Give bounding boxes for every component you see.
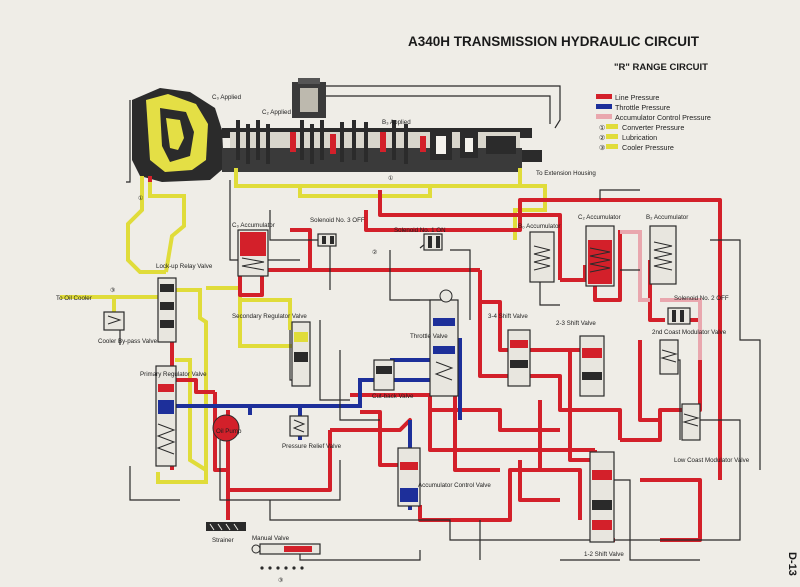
shift-valve-3-4 [507,329,531,387]
cutback-valve [373,359,395,391]
label-to-extension-housing: To Extension Housing [536,170,596,177]
oil-pump [212,414,240,442]
legend-swatch-lubrication [606,134,618,139]
label-c0-applied: C₀ Applied [212,94,242,101]
component-labels: C₀ Applied C₂ Applied B₃ Applied To Exte… [56,94,750,584]
legend-marker-1: ① [599,123,605,132]
solenoid-3 [317,233,337,247]
secondary-regulator-valve [291,321,311,387]
label-c2-accumulator: C₂ Accumulator [578,214,621,221]
label-secondary-regulator: Secondary Regulator Valve [232,313,307,320]
label-circ-1b: ① [388,175,394,182]
solenoid-2 [667,307,691,325]
legend-label-line: Line Pressure [615,93,659,102]
label-strainer: Strainer [212,537,234,544]
shift-valve-1-2 [589,451,615,543]
label-manual-valve: Manual Valve [252,535,290,542]
accumulator-control-valve [397,447,421,507]
legend-swatch-accumulator [596,114,612,119]
label-pressure-relief: Pressure Relief Valve [282,443,342,450]
label-shift-2-3: 2-3 Shift Valve [556,320,596,327]
throttle-valve [429,289,459,397]
label-shift-3-4: 3-4 Shift Valve [488,313,528,320]
label-accumulator-control: Accumulator Control Valve [418,482,491,489]
legend-marker-2: ② [599,133,605,142]
low-coast-modulator-valve [681,403,701,441]
label-throttle-valve: Throttle Valve [410,333,448,340]
label-lockup-relay: Lock-up Relay Valve [156,263,213,270]
label-b3-applied: B₃ Applied [382,119,411,126]
legend-label-converter: Converter Pressure [622,123,684,132]
legend-swatch-cooler [606,144,618,149]
label-b0-accumulator: B₀ Accumulator [518,223,560,230]
b2-accumulator [649,225,677,285]
transmission-cross-section [132,78,542,182]
second-coast-modulator-valve [659,339,679,375]
cooler-bypass-valve [103,311,125,331]
c0-accumulator [237,229,269,277]
label-circ-2: ② [372,249,378,256]
legend-label-lubrication: Lubrication [622,133,657,142]
legend-label-cooler: Cooler Pressure [622,143,674,152]
label-cooler-bypass: Cooler By-pass Valve [98,338,158,345]
label-c0-accumulator: C₀ Accumulator [232,222,275,229]
page-number: D-13 [786,552,798,576]
label-circ-3b: ③ [278,577,284,584]
label-primary-regulator: Primary Regulator Valve [140,371,207,378]
label-solenoid-1: Solenoid No. 1 ON [394,227,446,234]
label-solenoid-3: Solenoid No. 3 OFF [310,217,365,224]
shift-valve-2-3 [579,335,605,397]
label-to-oil-cooler: To Oil Cooler [56,295,92,302]
strainer [206,522,246,531]
c2-accumulator [585,225,615,287]
lockup-relay-valve [157,277,177,343]
legend-swatch-throttle [596,104,612,109]
label-cutback-valve: Cut-back Valve [372,393,414,400]
label-shift-1-2: 1-2 Shift Valve [584,551,624,558]
manual-valve [251,543,321,570]
label-2nd-coast-modulator: 2nd Coast Modulator Valve [652,329,727,336]
legend-label-throttle: Throttle Pressure [615,103,670,112]
label-circ-3: ③ [110,287,116,294]
pressure-relief-valve [289,415,309,437]
label-b2-accumulator: B₂ Accumulator [646,214,688,221]
legend-swatch-line [596,94,612,99]
legend: ① ② ③ Line Pressure Throttle Pressure Ac… [596,93,711,152]
legend-marker-3: ③ [599,143,605,152]
yellow-circuits [60,168,547,484]
diagram-title: A340H TRANSMISSION HYDRAULIC CIRCUIT [408,34,700,49]
label-low-coast-modulator: Low Coast Modulator Valve [674,457,750,464]
label-c2-applied: C₂ Applied [262,109,291,116]
legend-label-accumulator: Accumulator Control Pressure [615,113,711,122]
label-solenoid-2: Solenoid No. 2 OFF [674,295,729,302]
primary-regulator-valve [155,365,177,467]
label-oil-pump: Oil Pump [216,428,242,435]
solenoid-1 [423,233,443,251]
diagram-subtitle: "R" RANGE CIRCUIT [614,62,708,73]
legend-swatch-converter [606,124,618,129]
label-circ-1a: ① [138,195,144,202]
b0-accumulator [529,231,555,283]
